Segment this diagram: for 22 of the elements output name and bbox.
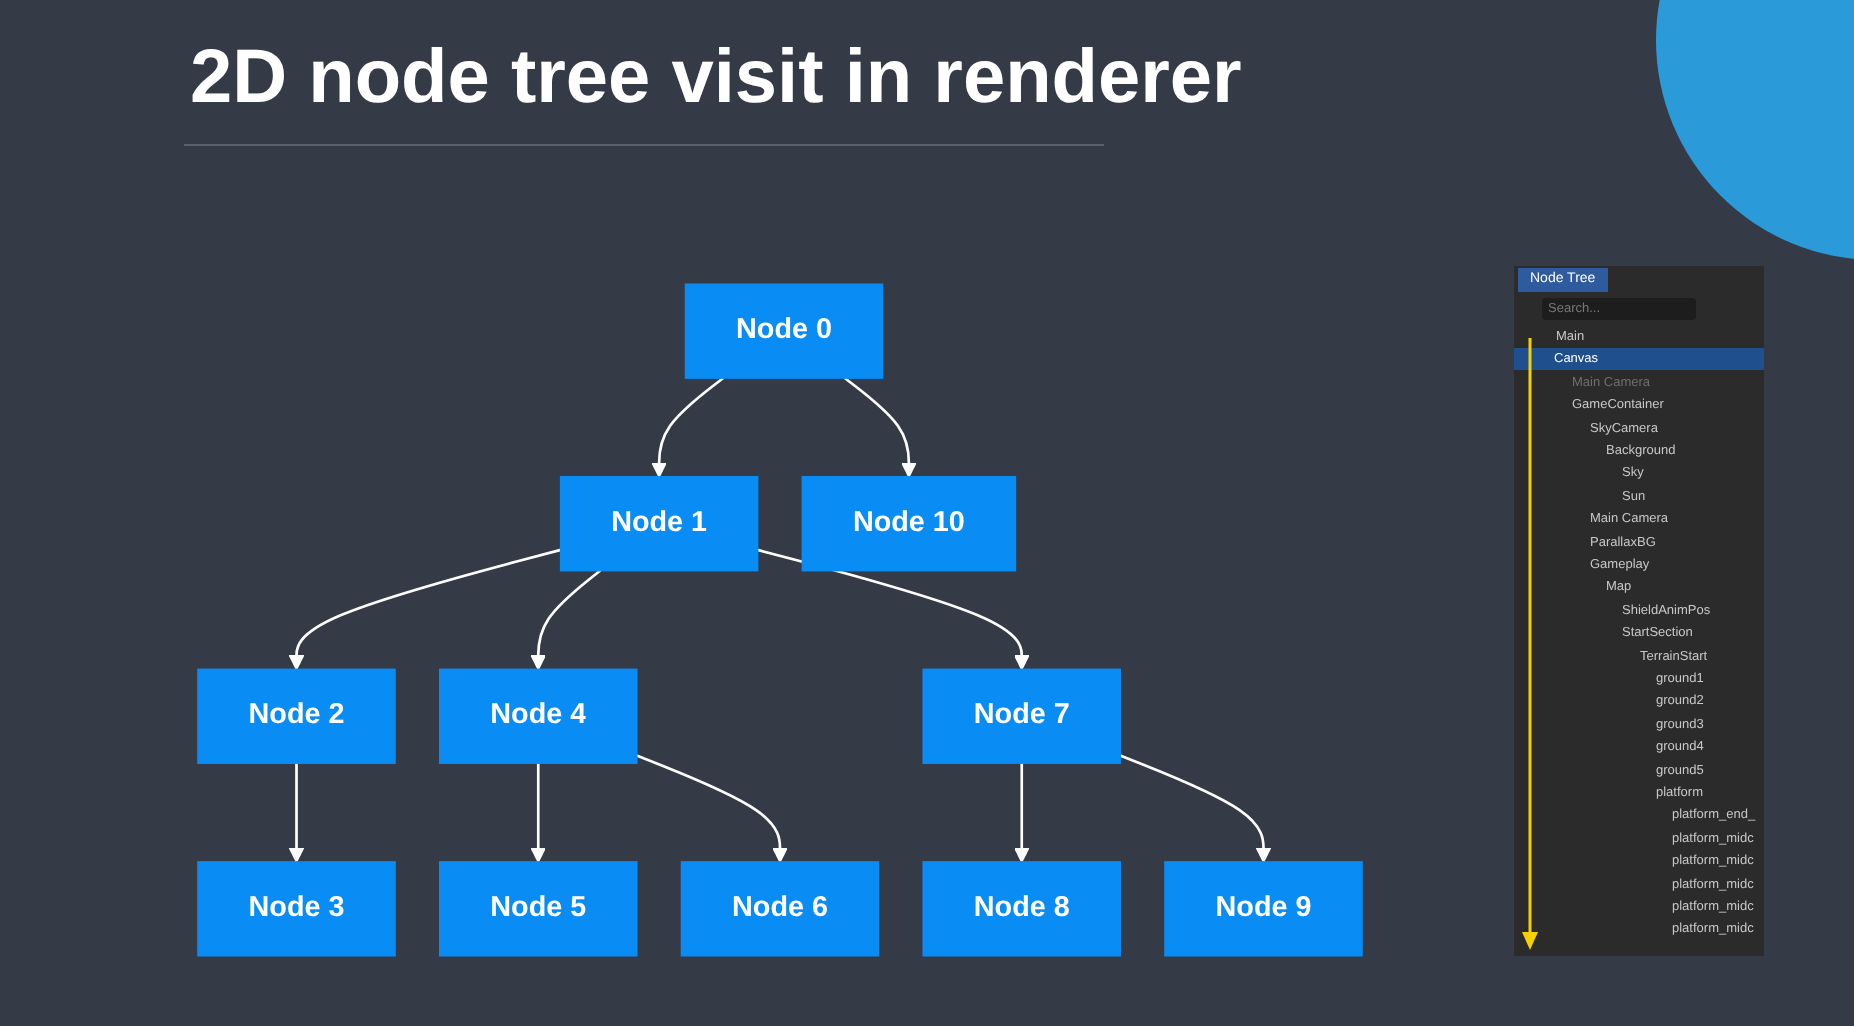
node-box: Node 9 bbox=[1164, 861, 1363, 957]
node-box: Node 0 bbox=[684, 283, 884, 379]
node-box: Node 4 bbox=[438, 668, 638, 764]
arrow bbox=[530, 569, 602, 671]
arrow bbox=[1013, 763, 1030, 863]
arrow bbox=[1119, 754, 1272, 863]
arrow bbox=[288, 763, 305, 863]
node-box: Node 7 bbox=[922, 668, 1122, 764]
node-box: Node 2 bbox=[197, 668, 396, 764]
node-box: Node 3 bbox=[197, 861, 396, 957]
arrow bbox=[288, 548, 562, 671]
node-box: Node 5 bbox=[438, 861, 638, 957]
arrow bbox=[757, 548, 1030, 671]
arrow bbox=[651, 376, 725, 478]
title: 2D node tree visit in renderer bbox=[190, 36, 1242, 122]
node-box: Node 8 bbox=[922, 861, 1122, 957]
node-box: Node 1 bbox=[559, 476, 759, 572]
arrow bbox=[636, 754, 788, 863]
arrow bbox=[843, 376, 917, 478]
arrow bbox=[530, 763, 547, 863]
node-box: Node 10 bbox=[801, 476, 1017, 572]
node-box: Node 6 bbox=[680, 861, 880, 957]
